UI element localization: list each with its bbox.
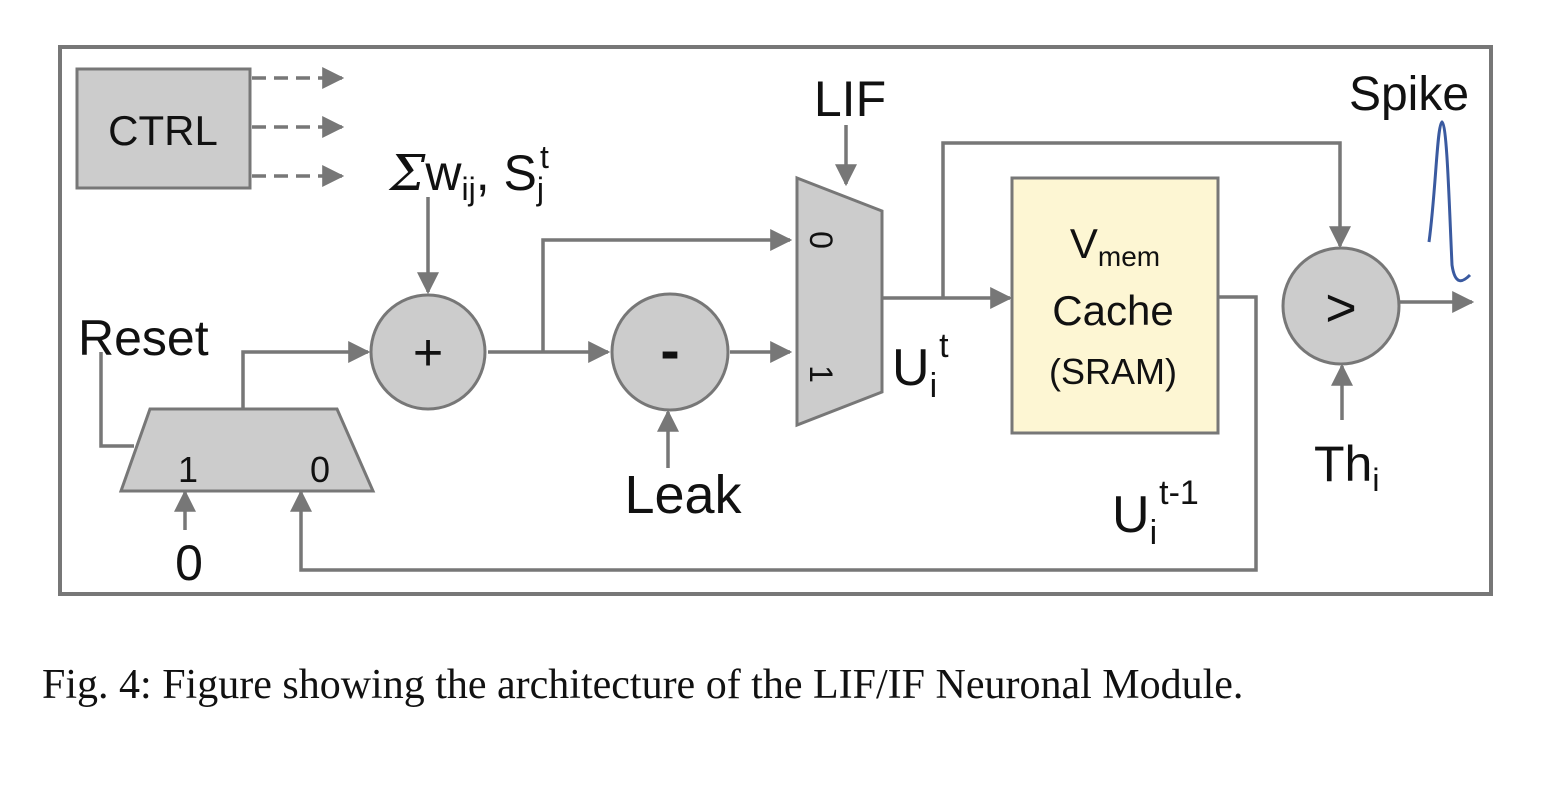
comparator-symbol: > (1325, 278, 1357, 338)
threshold-main: Th (1314, 436, 1372, 492)
reset-mux-input-0: 0 (310, 449, 330, 490)
sum-w-sub: ij (461, 171, 475, 207)
module-frame (58, 45, 1493, 596)
figure-caption: Fig. 4: Figure showing the architecture … (42, 662, 1244, 708)
comparator-circle (1281, 246, 1401, 366)
lif-mux (795, 175, 884, 428)
vmem-cache-line2: Cache (1052, 287, 1173, 334)
reset-mux-input-1: 1 (178, 449, 198, 490)
lif-mux-input-0: 0 (803, 231, 839, 249)
ut-sup: t (939, 327, 949, 365)
ut-main: U (892, 339, 930, 397)
threshold-label: Thi (1314, 436, 1379, 498)
sum-separator: , S (476, 145, 537, 201)
vmem-cache-block (1010, 176, 1220, 435)
sum-s-sup: t (540, 139, 549, 175)
lif-mux-input-1: 1 (803, 365, 839, 383)
reset-label: Reset (78, 310, 209, 366)
ctrl-block (75, 67, 252, 190)
vmem-cache-title: Vmem (1070, 220, 1160, 272)
ut1-sub: i (1150, 514, 1158, 552)
ut1-main: U (1112, 486, 1150, 544)
reset-mux (118, 407, 376, 493)
spike-waveform (1427, 120, 1472, 283)
vmem-cache-v: V (1070, 220, 1098, 267)
leak-label: Leak (624, 465, 742, 525)
ut1-sup: t-1 (1159, 474, 1199, 512)
adder-symbol: + (413, 324, 443, 382)
weighted-sum-label: Σwij, Sjt (388, 139, 549, 207)
spike-label: Spike (1349, 68, 1469, 121)
vmem-cache-line3: (SRAM) (1049, 351, 1177, 392)
threshold-sub: i (1372, 462, 1379, 498)
lif-label: LIF (814, 71, 886, 127)
sum-s-sub: j (536, 171, 544, 207)
ut-label: Uit (892, 327, 949, 405)
zero-input-label: 0 (175, 535, 203, 591)
ut-minus-1-label: Uit-1 (1112, 474, 1199, 552)
ctrl-label: CTRL (108, 107, 218, 154)
sum-symbol: Σ (388, 144, 426, 202)
subtractor-circle (610, 292, 730, 412)
subtractor-symbol: - (660, 318, 679, 383)
ctrl-signal-arrows (252, 67, 345, 187)
sum-w: w (424, 145, 462, 201)
wires (99, 125, 1475, 572)
adder-circle (369, 293, 487, 411)
ut-sub: i (930, 367, 938, 405)
vmem-cache-v-sub: mem (1098, 241, 1160, 272)
